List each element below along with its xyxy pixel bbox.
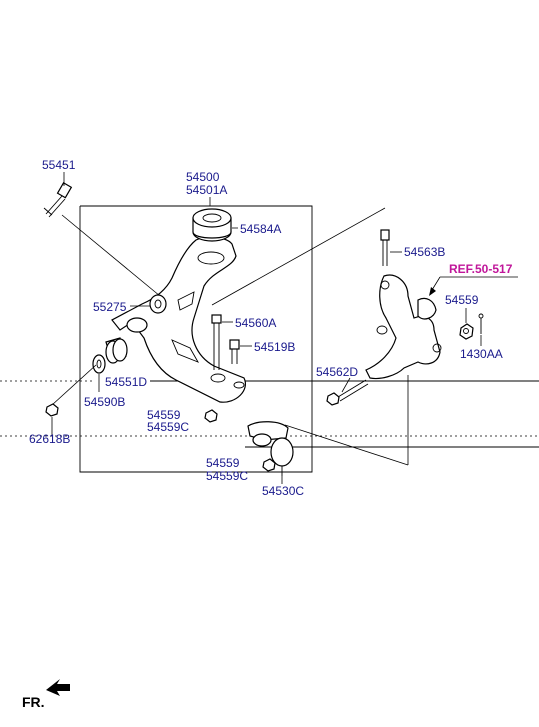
cotter-pin-1430aa-icon	[478, 313, 484, 334]
label-54559-right: 54559	[445, 293, 479, 307]
bolt-55451-icon	[43, 181, 73, 218]
reference-50-517[interactable]: REF.50-517	[449, 262, 513, 276]
bushing-54584a-icon	[192, 208, 238, 242]
label-54590b: 54590B	[84, 395, 125, 409]
label-54519b: 54519B	[254, 340, 295, 354]
nut-54559-mid-icon	[204, 409, 218, 423]
label-54563b: 54563B	[404, 245, 445, 259]
label-54559-low: 54559	[206, 456, 240, 470]
assembly-frame	[79, 205, 313, 473]
bushing-54551d-icon	[105, 317, 148, 364]
label-54562d: 54562D	[316, 365, 358, 379]
balljoint-guide-line	[284, 424, 409, 466]
label-54501a: 54501A	[186, 183, 227, 197]
label-54551d: 54551D	[105, 375, 147, 389]
bolt-55451-guide-line	[61, 214, 161, 297]
label-54559-mid: 54559	[147, 408, 181, 422]
nut-62618b-icon	[45, 364, 97, 417]
label-54559c-mid: 54559C	[147, 420, 189, 434]
steering-knuckle-icon	[365, 274, 442, 380]
bolt-54519b-icon	[229, 339, 240, 364]
label-54584a: 54584A	[240, 222, 281, 236]
bolt-54563b-icon	[380, 229, 390, 266]
front-direction-arrow-icon	[46, 679, 70, 696]
label-1430aa: 1430AA	[460, 347, 503, 361]
nut-54559-right-icon	[459, 323, 474, 340]
lower-control-arm-icon	[111, 236, 246, 403]
front-direction-label: FR.	[22, 694, 45, 710]
label-54500: 54500	[186, 170, 220, 184]
bolt-54560a-icon	[211, 314, 222, 370]
label-55451: 55451	[42, 158, 76, 172]
label-54560a: 54560A	[235, 316, 276, 330]
bushing-55275-icon	[149, 294, 167, 314]
washer-54590b-icon	[92, 354, 106, 374]
ball-joint-54530c-icon	[247, 421, 294, 476]
bolt-guide-line	[211, 207, 386, 306]
bolt-54562d-icon	[326, 379, 369, 406]
label-62618b: 62618B	[29, 432, 70, 446]
label-54559c-low: 54559C	[206, 469, 248, 483]
label-54530c: 54530C	[262, 484, 304, 498]
nut-54559-low-icon	[262, 458, 276, 472]
label-55275: 55275	[93, 300, 127, 314]
